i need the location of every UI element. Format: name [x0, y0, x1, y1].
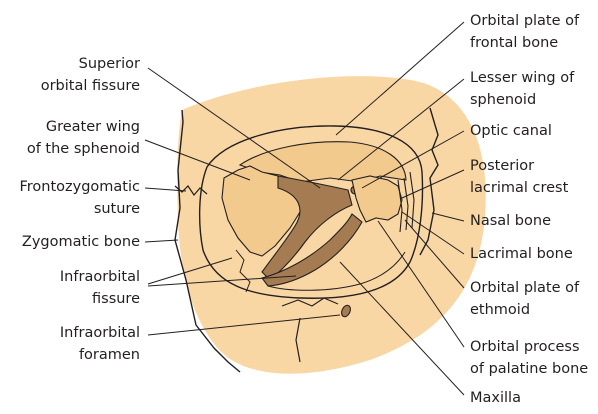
label-frontozygomatic-1: Frontozygomatic: [19, 179, 140, 195]
label-maxilla: Maxilla: [470, 390, 521, 406]
leader-zygomatic: [145, 240, 178, 242]
label-infraorbital-foramen-2: foramen: [79, 347, 140, 363]
label-orbital-process-1: Orbital process: [470, 339, 580, 355]
label-posterior-lacrimal-1: Posterior: [470, 158, 534, 174]
label-optic-canal: Optic canal: [470, 123, 552, 139]
label-lacrimal-bone: Lacrimal bone: [470, 246, 573, 262]
label-orbital-plate-ethmoid-1: Orbital plate of: [470, 280, 580, 296]
label-greater-wing-1: Greater wing: [46, 119, 140, 135]
label-lesser-wing-1: Lesser wing of: [470, 70, 575, 86]
label-infraorbital-foramen-1: Infraorbital: [60, 325, 140, 341]
label-zygomatic-bone: Zygomatic bone: [22, 234, 140, 250]
label-orbital-plate-frontal-2: frontal bone: [470, 35, 558, 51]
label-lesser-wing-2: sphenoid: [470, 92, 536, 108]
label-superior-orbital-1: Superior: [79, 56, 140, 72]
label-orbital-process-2: of palatine bone: [470, 361, 588, 377]
label-nasal-bone: Nasal bone: [470, 213, 551, 229]
label-superior-orbital-2: orbital fissure: [41, 78, 140, 94]
label-orbital-plate-ethmoid-2: ethmoid: [470, 302, 530, 318]
label-frontozygomatic-2: suture: [94, 201, 140, 217]
label-posterior-lacrimal-2: lacrimal crest: [470, 180, 569, 196]
label-infraorbital-fissure-2: fissure: [92, 291, 140, 307]
label-orbital-plate-frontal-1: Orbital plate of: [470, 13, 580, 29]
label-greater-wing-2: of the sphenoid: [27, 141, 140, 157]
label-infraorbital-fissure-1: Infraorbital: [60, 269, 140, 285]
